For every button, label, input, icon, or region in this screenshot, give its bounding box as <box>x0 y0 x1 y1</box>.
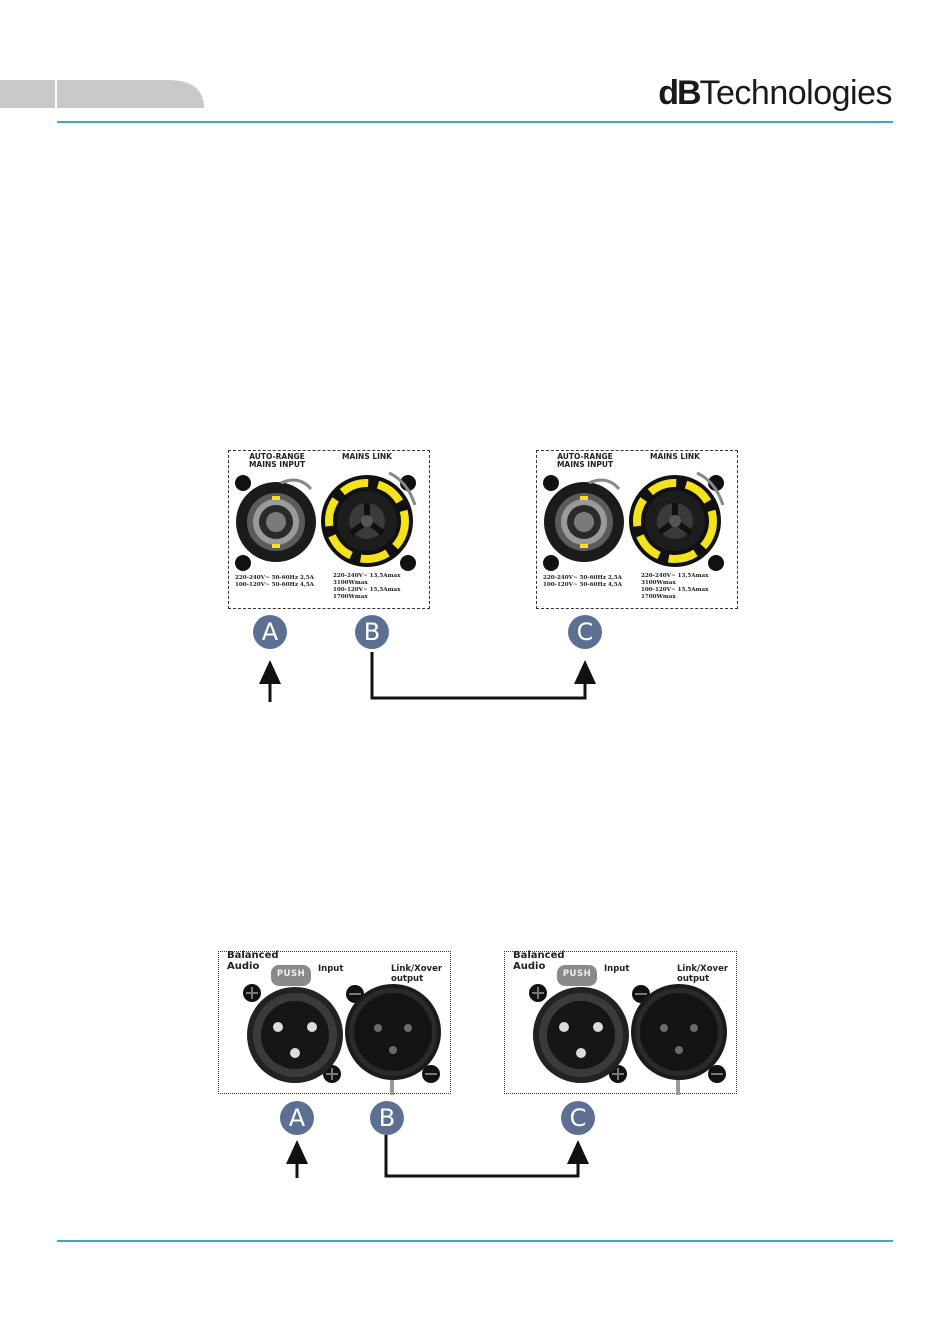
badge-b: B <box>355 615 389 649</box>
input-label: Input <box>604 964 630 974</box>
mains-input-spec: 220-240V~ 50-60Hz 2,5A 100-120V~ 50-60Hz… <box>543 575 623 588</box>
mains-link-connector <box>629 475 721 567</box>
brand-logo: dBTechnologies <box>658 74 892 113</box>
output-label: Link/Xover output <box>391 964 443 984</box>
xlr-output-connector <box>631 984 727 1095</box>
mains-link-label: MAINS LINK <box>649 452 700 461</box>
xlr-input-connector <box>533 987 629 1083</box>
audio-panel-left: Balanced Audio PUSH Input Link/Xover out… <box>218 950 451 1095</box>
power-panel-right: AUTO-RANGE MAINS INPUT MAINS LINK 220-24… <box>536 450 738 609</box>
screw <box>708 1065 726 1083</box>
push-label: PUSH <box>276 969 306 979</box>
badge-c: C <box>568 615 602 649</box>
power-panel-graphic <box>235 471 417 571</box>
logo-bold-text: dB <box>658 74 701 112</box>
audio-panel-graphic <box>529 965 727 1095</box>
audio-input-arrow <box>286 1140 308 1178</box>
power-panel-graphic <box>543 471 725 571</box>
xlr-output-connector <box>345 984 441 1095</box>
mains-link-spec: 220-240V~ 13,5Amax 3100Wmax 100-120V~ 15… <box>333 573 401 600</box>
input-label: Input <box>318 964 344 974</box>
mains-input-connector <box>236 482 316 562</box>
mains-link-connector <box>321 475 413 567</box>
screw <box>243 984 261 1002</box>
audio-link-cable <box>384 1135 589 1178</box>
xlr-input-connector <box>247 987 343 1083</box>
mains-input-label: AUTO-RANGE MAINS INPUT <box>556 452 614 469</box>
badge-a: A <box>253 615 287 649</box>
badge-b: B <box>370 1101 404 1135</box>
power-input-arrow <box>259 660 281 702</box>
balanced-audio-label: Balanced Audio <box>227 950 279 972</box>
logo-rest-text: Technologies <box>699 74 893 112</box>
balanced-audio-label: Balanced Audio <box>513 950 565 972</box>
screw <box>529 984 547 1002</box>
mains-input-label: AUTO-RANGE MAINS INPUT <box>248 452 306 469</box>
push-label: PUSH <box>562 969 592 979</box>
badge-c: C <box>561 1101 595 1135</box>
mains-link-label: MAINS LINK <box>341 452 392 461</box>
header-tab <box>0 80 204 108</box>
audio-panel-right: Balanced Audio PUSH Input Link/Xover out… <box>504 950 737 1095</box>
power-panel-left: AUTO-RANGE MAINS INPUT MAINS LINK 220-24… <box>228 450 430 609</box>
power-link-cable <box>370 652 596 700</box>
screw <box>422 1065 440 1083</box>
badge-a: A <box>280 1101 314 1135</box>
mains-input-connector <box>544 482 624 562</box>
footer-rule <box>57 1240 893 1242</box>
output-label: Link/Xover output <box>677 964 729 984</box>
mains-link-spec: 220-240V~ 13,5Amax 3100Wmax 100-120V~ 15… <box>641 573 709 600</box>
audio-panel-graphic <box>243 965 441 1095</box>
header-rule <box>57 121 893 123</box>
mains-input-spec: 220-240V~ 50-60Hz 2,5A 100-120V~ 50-60Hz… <box>235 575 315 588</box>
